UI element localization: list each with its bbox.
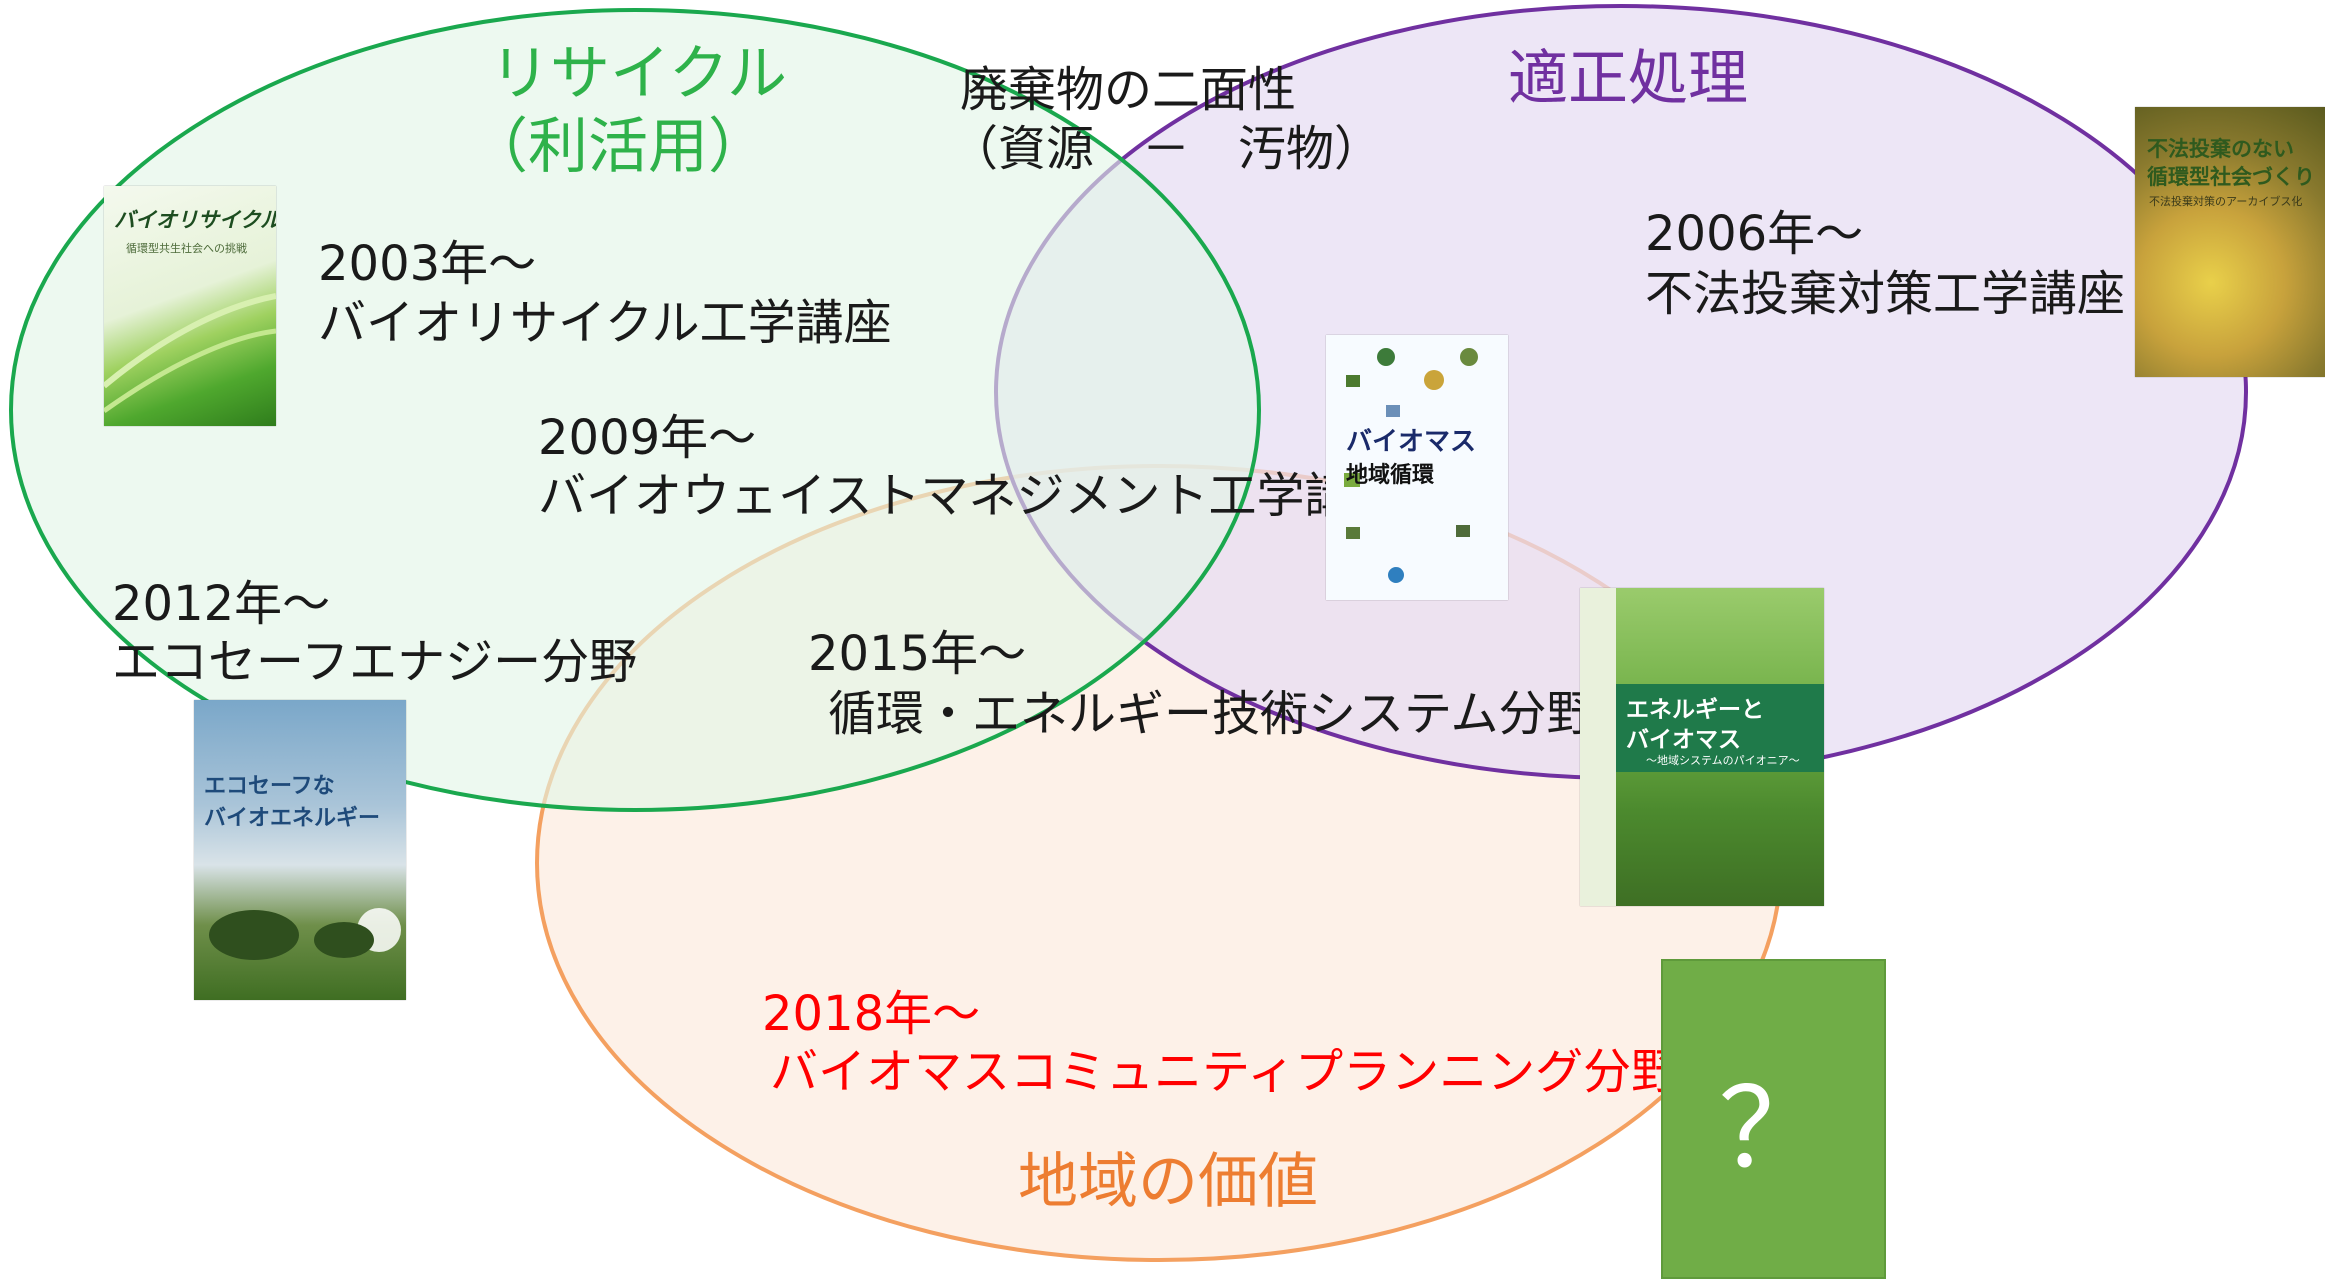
milestone-2006-name: 不法投棄対策工学講座 [1645,266,2126,322]
book-energy-biomass-band [1616,684,1824,772]
milestone-2009-year: 2009年～ [538,410,757,466]
book-ecosafe: エコセーフな バイオエネルギー [194,700,406,1000]
book-energy-biomass-subtitle: ～地域システムのパイオニア～ [1646,754,1800,767]
book-biomass-region-title1: バイオマス [1346,427,1477,457]
question-mark: ？ [1718,1065,1829,1193]
waste-duality-sub: （資源 － 汚物） [950,121,1383,177]
photo-thumbnails-icon [1344,348,1478,583]
recycle-circle [9,8,1261,812]
milestone-2003-name: バイオリサイクル工学講座 [318,295,892,351]
milestone-2012-name: エコセーフエナジー分野 [112,634,638,690]
book-energy-biomass: エネルギーと バイオマス ～地域システムのパイオニア～ [1580,588,1824,906]
recycle-subtitle: （利活用） [468,112,768,182]
milestone-2018-name: バイオマスコミュニティプランニング分野 [770,1044,1680,1100]
grass-leaf-icon [104,293,276,414]
milestone-2012-year: 2012年～ [112,576,331,632]
recycle-title: リサイクル [490,39,787,109]
milestone-2006-year: 2006年～ [1645,206,1864,262]
book-energy-biomass-title1: エネルギーと [1626,696,1764,723]
book-illegal-dumping-title2: 循環型社会づくり [2147,164,2315,189]
milestone-2015-name: 循環・エネルギー技術システム分野 [828,686,1595,742]
book-biomass-region: バイオマス 地域循環 [1326,335,1508,600]
book-bio-recycle: バイオリサイクル 循環型共生社会への挑戦 [104,186,276,426]
book-biomass-region-title2: 地域循環 [1346,462,1435,488]
milestone-2018-year: 2018年～ [762,986,981,1042]
milestone-2015-year: 2015年～ [808,626,1027,682]
book-ecosafe-title1: エコセーフな [204,773,335,799]
book-bio-recycle-subtitle: 循環型共生社会への挑戦 [126,242,247,255]
book-illegal-dumping-title1: 不法投棄のない [2147,136,2294,161]
book-energy-biomass-spine [1580,588,1616,906]
book-bio-recycle-title: バイオリサイクル [114,207,276,232]
waste-duality-label: 廃棄物の二面性 [960,62,1297,118]
book-ecosafe-title2: バイオエネルギー [204,805,381,831]
regional-value-title: 地域の価値 [1018,1147,1318,1217]
book-energy-biomass-title2: バイオマス [1626,726,1741,753]
milestone-2009-name: バイオウェイストマネジメント工学講座 [538,468,1401,524]
milestone-2003-year: 2003年～ [318,236,537,292]
book-illegal-dumping-subtitle: 不法投棄対策のアーカイブス化 [2149,195,2303,208]
book-illegal-dumping: 不法投棄のない 循環型社会づくり 不法投棄対策のアーカイブス化 [2135,107,2325,377]
proper-treatment-title: 適正処理 [1508,44,1748,114]
future-question-box: ？ [1661,959,1886,1279]
tree-silhouette-icon [209,908,401,960]
